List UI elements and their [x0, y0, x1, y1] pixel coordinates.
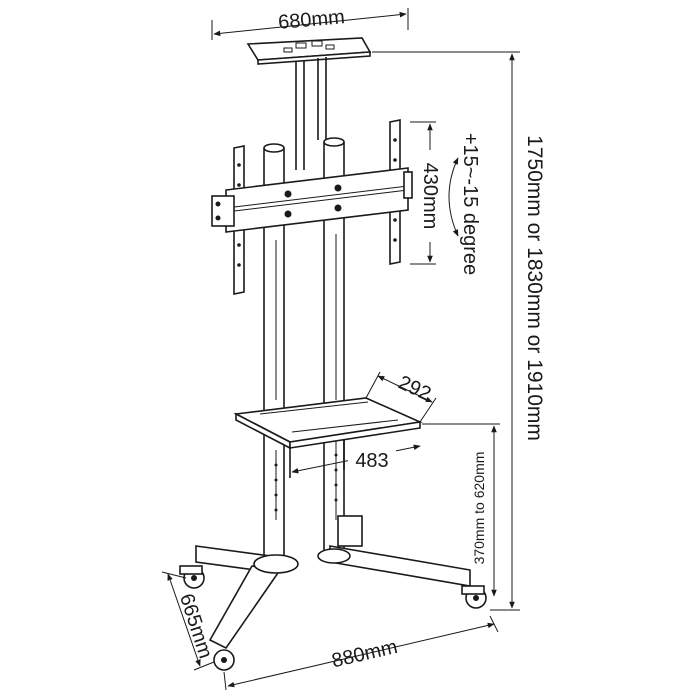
dim-bracket-height-label: 430mm [419, 163, 441, 230]
dim-top-width-label: 680mm [277, 6, 345, 34]
top-plate [246, 37, 372, 65]
dim-base-width-label: 880mm [330, 636, 400, 672]
vesa-bracket [211, 119, 413, 295]
rolling-base [179, 515, 487, 671]
dim-shelf-height-range: 370mm to 620mm [422, 423, 500, 597]
dim-bracket-height: 430mm [410, 121, 441, 265]
dim-top-width: 680mm [211, 6, 409, 40]
dim-base-width: 880mm [223, 615, 499, 691]
dim-shelf-width: 483 [291, 444, 421, 474]
dim-tilt-label: +15~-15 degree [459, 133, 481, 275]
dim-total-height-label: 1750mm or 1830mm or 1910mm [523, 135, 546, 441]
media-shelf [233, 397, 423, 478]
dim-shelf-width-label: 483 [355, 450, 388, 472]
top-column [295, 57, 327, 170]
dim-total-height: 1750mm or 1830mm or 1910mm [372, 51, 546, 611]
dim-shelf-height-range-label: 370mm to 620mm [471, 452, 487, 565]
dim-base-depth-label: 665mm [175, 591, 217, 661]
dim-tilt: +15~-15 degree [448, 133, 481, 275]
